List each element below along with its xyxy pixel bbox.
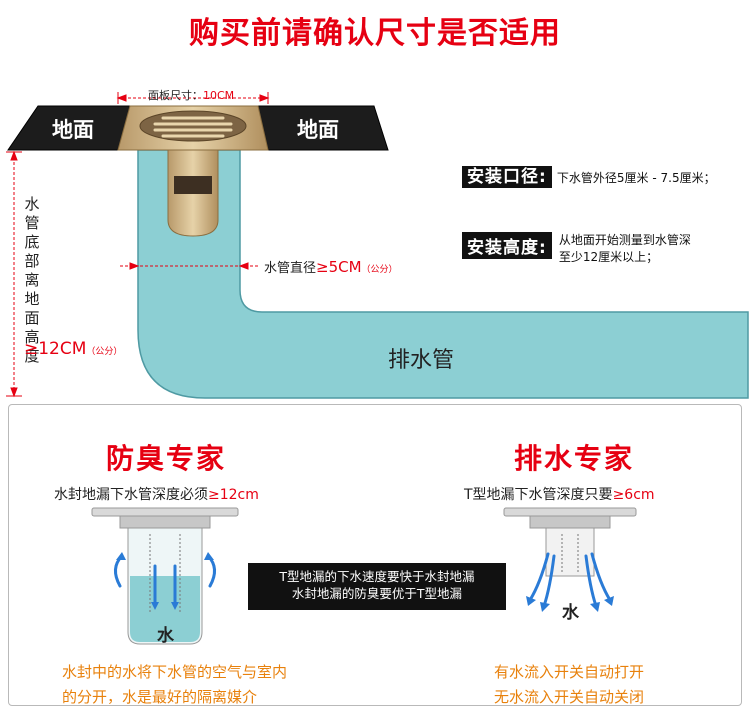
odor-subtitle-value: ≥12cm [208,487,259,503]
drain-subtitle-value: ≥6cm [612,487,655,503]
panel-size-value: 10CM [203,89,235,102]
odor-expert-title: 防臭专家 [106,442,227,475]
drain-subtitle-text: T型地漏下水管深度只要 [464,487,613,503]
spec-height: 安装高度: 从地面开始测量到水管深 至少12厘米以上； [462,232,691,266]
drain-expert-description: 有水流入开关自动打开 无水流入开关自动关闭 [494,660,644,710]
height-value: ≥12CM [24,339,87,359]
spec-caliber: 安装口径: 下水管外径5厘米 - 7.5厘米； [462,162,716,188]
spec-height-value-line1: 从地面开始测量到水管深 [558,233,691,247]
spec-caliber-key: 安装口径: [462,166,552,188]
diameter-label: 水管直径≥5CM（公分） [264,257,398,276]
spec-height-key: 安装高度: [462,232,552,259]
drain-expert-subtitle: T型地漏下水管深度只要≥6cm [464,484,655,504]
panel-size-label: 面板尺寸：10CM [148,84,234,103]
diameter-value: ≥5CM [316,258,362,276]
drain-pipe [137,149,749,399]
t-type-drain-illustration [503,507,637,612]
floor-label-right: 地面 [297,118,339,142]
height-unit: （公分） [86,347,123,357]
odor-expert-description: 水封中的水将下水管的空气与室内 的分开，水是最好的隔离媒介 [62,660,287,710]
page-title: 购买前请确认尺寸是否适用 [189,16,561,51]
odor-subtitle-text: 水封地漏下水管深度必须 [54,487,208,503]
water-label-left: 水 [157,626,174,646]
drain-expert-title: 排水专家 [514,442,635,475]
installation-diagram [6,92,749,399]
odor-desc-line1: 水封中的水将下水管的空气与室内 [62,663,288,681]
spec-height-value-line2: 至少12厘米以上； [558,250,659,264]
odor-desc-line2: 的分开，水是最好的隔离媒介 [62,688,258,706]
water-label-right: 水 [562,603,579,623]
height-value-label: ≥12CM（公分） [24,339,122,359]
pipe-label: 排水管 [388,348,455,373]
floor-label-left: 地面 [52,118,94,142]
height-vertical-label: 水管底部离地面高度 [24,195,40,365]
water-seal-drain-illustration [91,507,239,645]
drain-desc-line2: 无水流入开关自动关闭 [494,688,645,706]
diameter-unit: （公分） [361,265,398,275]
diameter-caption: 水管直径 [264,261,317,276]
note-line1: T型地漏的下水速度要快于水封地漏 [279,569,475,584]
panel-size-caption: 面板尺寸： [148,89,203,102]
drain-desc-line1: 有水流入开关自动打开 [494,663,645,681]
note-line2: 水封地漏的防臭要优于T型地漏 [291,586,463,601]
spec-caliber-value: 下水管外径5厘米 - 7.5厘米； [556,171,716,185]
comparison-note: T型地漏的下水速度要快于水封地漏 水封地漏的防臭要优于T型地漏 [248,563,506,610]
odor-expert-subtitle: 水封地漏下水管深度必须≥12cm [54,484,259,504]
